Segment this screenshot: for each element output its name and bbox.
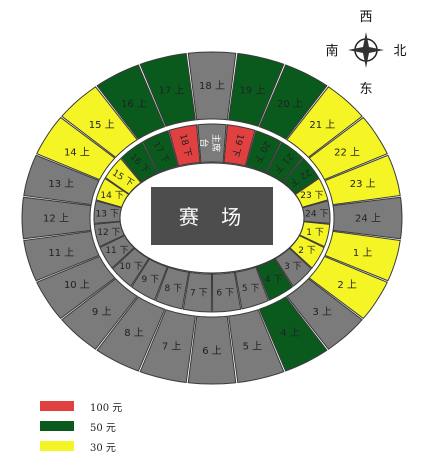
upper-tier-section[interactable] [228, 309, 285, 384]
upper-tier-section-label: 23 上 [350, 178, 376, 190]
legend-swatch-100 [40, 401, 74, 411]
upper-tier-section-label: 10 上 [64, 279, 90, 291]
lower-tier-section-label: 2 下 [298, 246, 316, 256]
lower-tier-section[interactable] [223, 124, 256, 167]
lower-tier-section-label: 23 下 [300, 191, 323, 201]
upper-tier-section[interactable] [324, 154, 401, 206]
compass-south: 南 [325, 43, 338, 59]
legend-item: 100 元 [40, 396, 122, 416]
upper-tier-section-label: 5 上 [243, 341, 263, 353]
lower-tier-section-label: 11 下 [105, 246, 128, 256]
lower-tier-section[interactable] [245, 130, 282, 174]
upper-tier-section-label: 16 上 [121, 98, 147, 110]
upper-tier-section[interactable] [187, 51, 237, 121]
lower-tier-section[interactable] [131, 258, 168, 301]
upper-tier-section[interactable] [187, 315, 237, 385]
upper-tier-section[interactable] [36, 255, 116, 320]
compass-star-icon [348, 32, 384, 68]
upper-tier-section[interactable] [286, 86, 363, 158]
price-legend: 100 元 50 元 30 元 [40, 396, 122, 456]
upper-tier-section[interactable] [36, 116, 116, 181]
upper-tier-section[interactable] [332, 196, 403, 240]
upper-tier-section[interactable] [324, 230, 401, 282]
upper-tier-section-label: 7 上 [162, 341, 182, 353]
upper-tier-section[interactable] [308, 255, 388, 320]
upper-tier-section-label: 14 上 [64, 146, 90, 158]
legend-swatch-30 [40, 441, 74, 451]
upper-tier-section[interactable] [21, 196, 92, 240]
upper-tier-section-label: 20 上 [277, 98, 303, 110]
upper-tier-section-label: 2 上 [337, 279, 357, 291]
lower-tier-section-label: 3 下 [284, 262, 302, 272]
arena-label: 赛 场 [179, 205, 249, 229]
lower-tier-section-label: 10 下 [119, 262, 142, 272]
upper-tier-section[interactable] [23, 154, 100, 206]
lower-tier-section[interactable] [234, 266, 269, 310]
legend-label-50: 50 元 [90, 422, 116, 434]
compass-rose: 西 南 北 东 [325, 10, 406, 97]
upper-tier-section[interactable] [96, 64, 166, 140]
upper-tier-section[interactable] [139, 52, 196, 127]
upper-tier-section-label: 15 上 [89, 119, 115, 131]
compass-west: 西 [359, 10, 372, 25]
upper-tier-section-label: 24 上 [355, 213, 381, 225]
upper-tier-section[interactable] [258, 64, 328, 140]
upper-tier-section[interactable] [139, 309, 196, 384]
legend-swatch-50 [40, 421, 74, 431]
upper-tier-section-label: 12 上 [43, 213, 69, 225]
upper-tier-section-label: 18 上 [199, 80, 225, 92]
arena-board [151, 187, 273, 245]
upper-tier-section-label: 9 上 [92, 306, 112, 318]
upper-tier-section[interactable] [308, 116, 388, 181]
lower-tier-section-label: 9 下 [142, 275, 160, 285]
lower-tier-section-label: 5 下 [242, 284, 260, 294]
upper-tier-section-label: 1 上 [353, 247, 373, 259]
upper-tier-section-label: 3 上 [313, 306, 333, 318]
compass-north: 北 [393, 44, 406, 59]
upper-tier-section-label: 13 上 [48, 178, 74, 190]
lower-tier-section-label: 24 下 [305, 209, 328, 219]
lower-tier-section[interactable] [182, 271, 213, 313]
upper-tier-section[interactable] [61, 86, 138, 158]
upper-tier-section[interactable] [286, 278, 363, 350]
upper-tier-section-label: 22 上 [334, 146, 360, 158]
legend-label-100: 100 元 [90, 402, 123, 414]
upper-tier-section-label: 19 上 [239, 85, 265, 97]
upper-tier-section-label: 11 上 [48, 247, 74, 259]
upper-tier-section[interactable] [228, 52, 285, 127]
lower-tier-section[interactable] [265, 141, 304, 183]
upper-tier-section-label: 21 上 [309, 119, 335, 131]
upper-tier-section-label: 6 上 [202, 345, 222, 357]
compass-east: 东 [359, 82, 372, 97]
lower-tier-section[interactable] [256, 258, 293, 301]
upper-tier-section[interactable] [258, 296, 328, 372]
lower-tier-section[interactable] [120, 141, 159, 183]
lower-tier-section-label: 1 下 [306, 228, 324, 238]
lower-tier-section-label: 主席台 [198, 134, 222, 152]
lower-tier-section[interactable] [211, 271, 242, 313]
lower-tier-section-label: 8 下 [165, 284, 183, 294]
legend-item: 30 元 [40, 436, 122, 456]
lower-tier-section-label: 13 下 [96, 209, 119, 219]
lower-tier-section-label: 7 下 [190, 289, 208, 299]
lower-tier-section[interactable] [142, 130, 179, 174]
upper-tier-section-label: 17 上 [159, 85, 185, 97]
lower-tier-section-label: 6 下 [216, 289, 234, 299]
legend-label-30: 30 元 [90, 442, 116, 454]
lower-tier-section-label: 12 下 [97, 228, 120, 238]
lower-tier-section-label: 4 下 [265, 275, 283, 285]
upper-tier-section[interactable] [96, 296, 166, 372]
lower-tier-section[interactable] [155, 266, 190, 310]
upper-tier-section-label: 4 上 [280, 327, 300, 339]
lower-tier-section-label: 14 下 [100, 191, 123, 201]
lower-tier-section[interactable] [168, 124, 201, 167]
upper-tier-ring: 18 上 19 上 20 上 21 上 22 上 23 上 24 上 1 上 2 上 3 上 4 上… [21, 51, 403, 385]
upper-tier-section[interactable] [61, 278, 138, 350]
legend-item: 50 元 [40, 416, 122, 436]
upper-tier-section-label: 8 上 [124, 327, 144, 339]
lower-tier-section[interactable] [197, 123, 227, 163]
upper-tier-section[interactable] [23, 230, 100, 282]
